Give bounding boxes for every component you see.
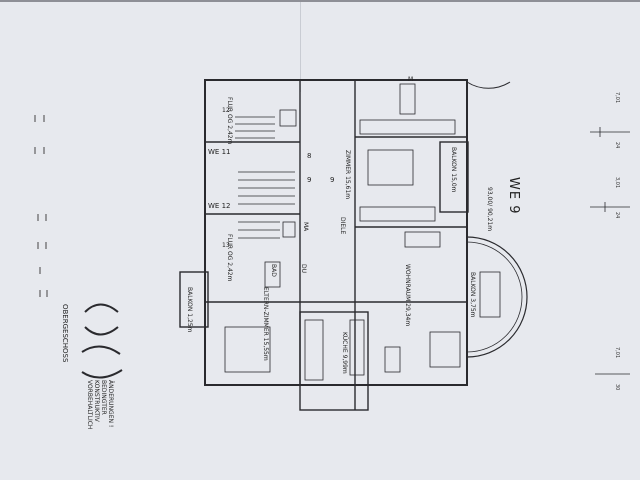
stamp-line-1: VORBEHALTLICH — [86, 380, 93, 430]
room-zimmer: ZIMMER 15,61m — [344, 150, 351, 200]
room-flur-top: FLUR OG 2,42m — [226, 97, 233, 145]
unit-title: WE 9 — [506, 177, 521, 215]
dim-3: 3,01 — [614, 177, 620, 189]
dim-1: 7,01 — [614, 92, 620, 104]
mark-9b: 9 — [330, 176, 335, 184]
company-logo — [81, 303, 123, 379]
room-kueche: KÜCHE 9,99m — [341, 332, 348, 374]
room-eltern: ELTERN-ZIMMER 15,55m — [262, 287, 269, 361]
paper-fold — [300, 2, 301, 92]
room-bad: BAD — [270, 264, 277, 277]
dim-5: 7,01 — [614, 347, 620, 359]
unit-we-12: WE 12 — [208, 202, 231, 210]
room-diele: DIELE — [339, 217, 346, 235]
stamp-line-4: ÄNDERUNGEN ! — [107, 380, 114, 428]
unit-area: 93,00/ 90,21m — [486, 187, 493, 232]
mark-13: 13 — [222, 242, 230, 249]
dim-4: 24 — [614, 212, 620, 219]
mark-8: 8 — [307, 152, 312, 160]
room-balkon-left: BALKON 1,25m — [186, 287, 193, 333]
room-du: DU — [300, 264, 307, 274]
room-ma: MA — [302, 222, 309, 232]
room-wohnraum: WOHNRAUM 29,34m — [404, 264, 411, 327]
floor-label: OBERGESCHOSS — [61, 304, 69, 363]
room-balkon-top: BALKON 15,0m — [450, 147, 457, 193]
stamp-line-3: BEDINGTER — [100, 380, 107, 415]
mark-9a: 9 — [307, 176, 312, 184]
mark-12: 12 — [222, 107, 230, 114]
unit-we-11: WE 11 — [208, 148, 231, 156]
mark-m: M — [408, 76, 414, 83]
stamp-line-2: KONSTRUKTIV — [93, 380, 100, 422]
dim-6: 30 — [614, 384, 620, 391]
room-balkon-round: BALKON 3,75m — [469, 272, 476, 318]
dim-2: 24 — [614, 142, 620, 149]
